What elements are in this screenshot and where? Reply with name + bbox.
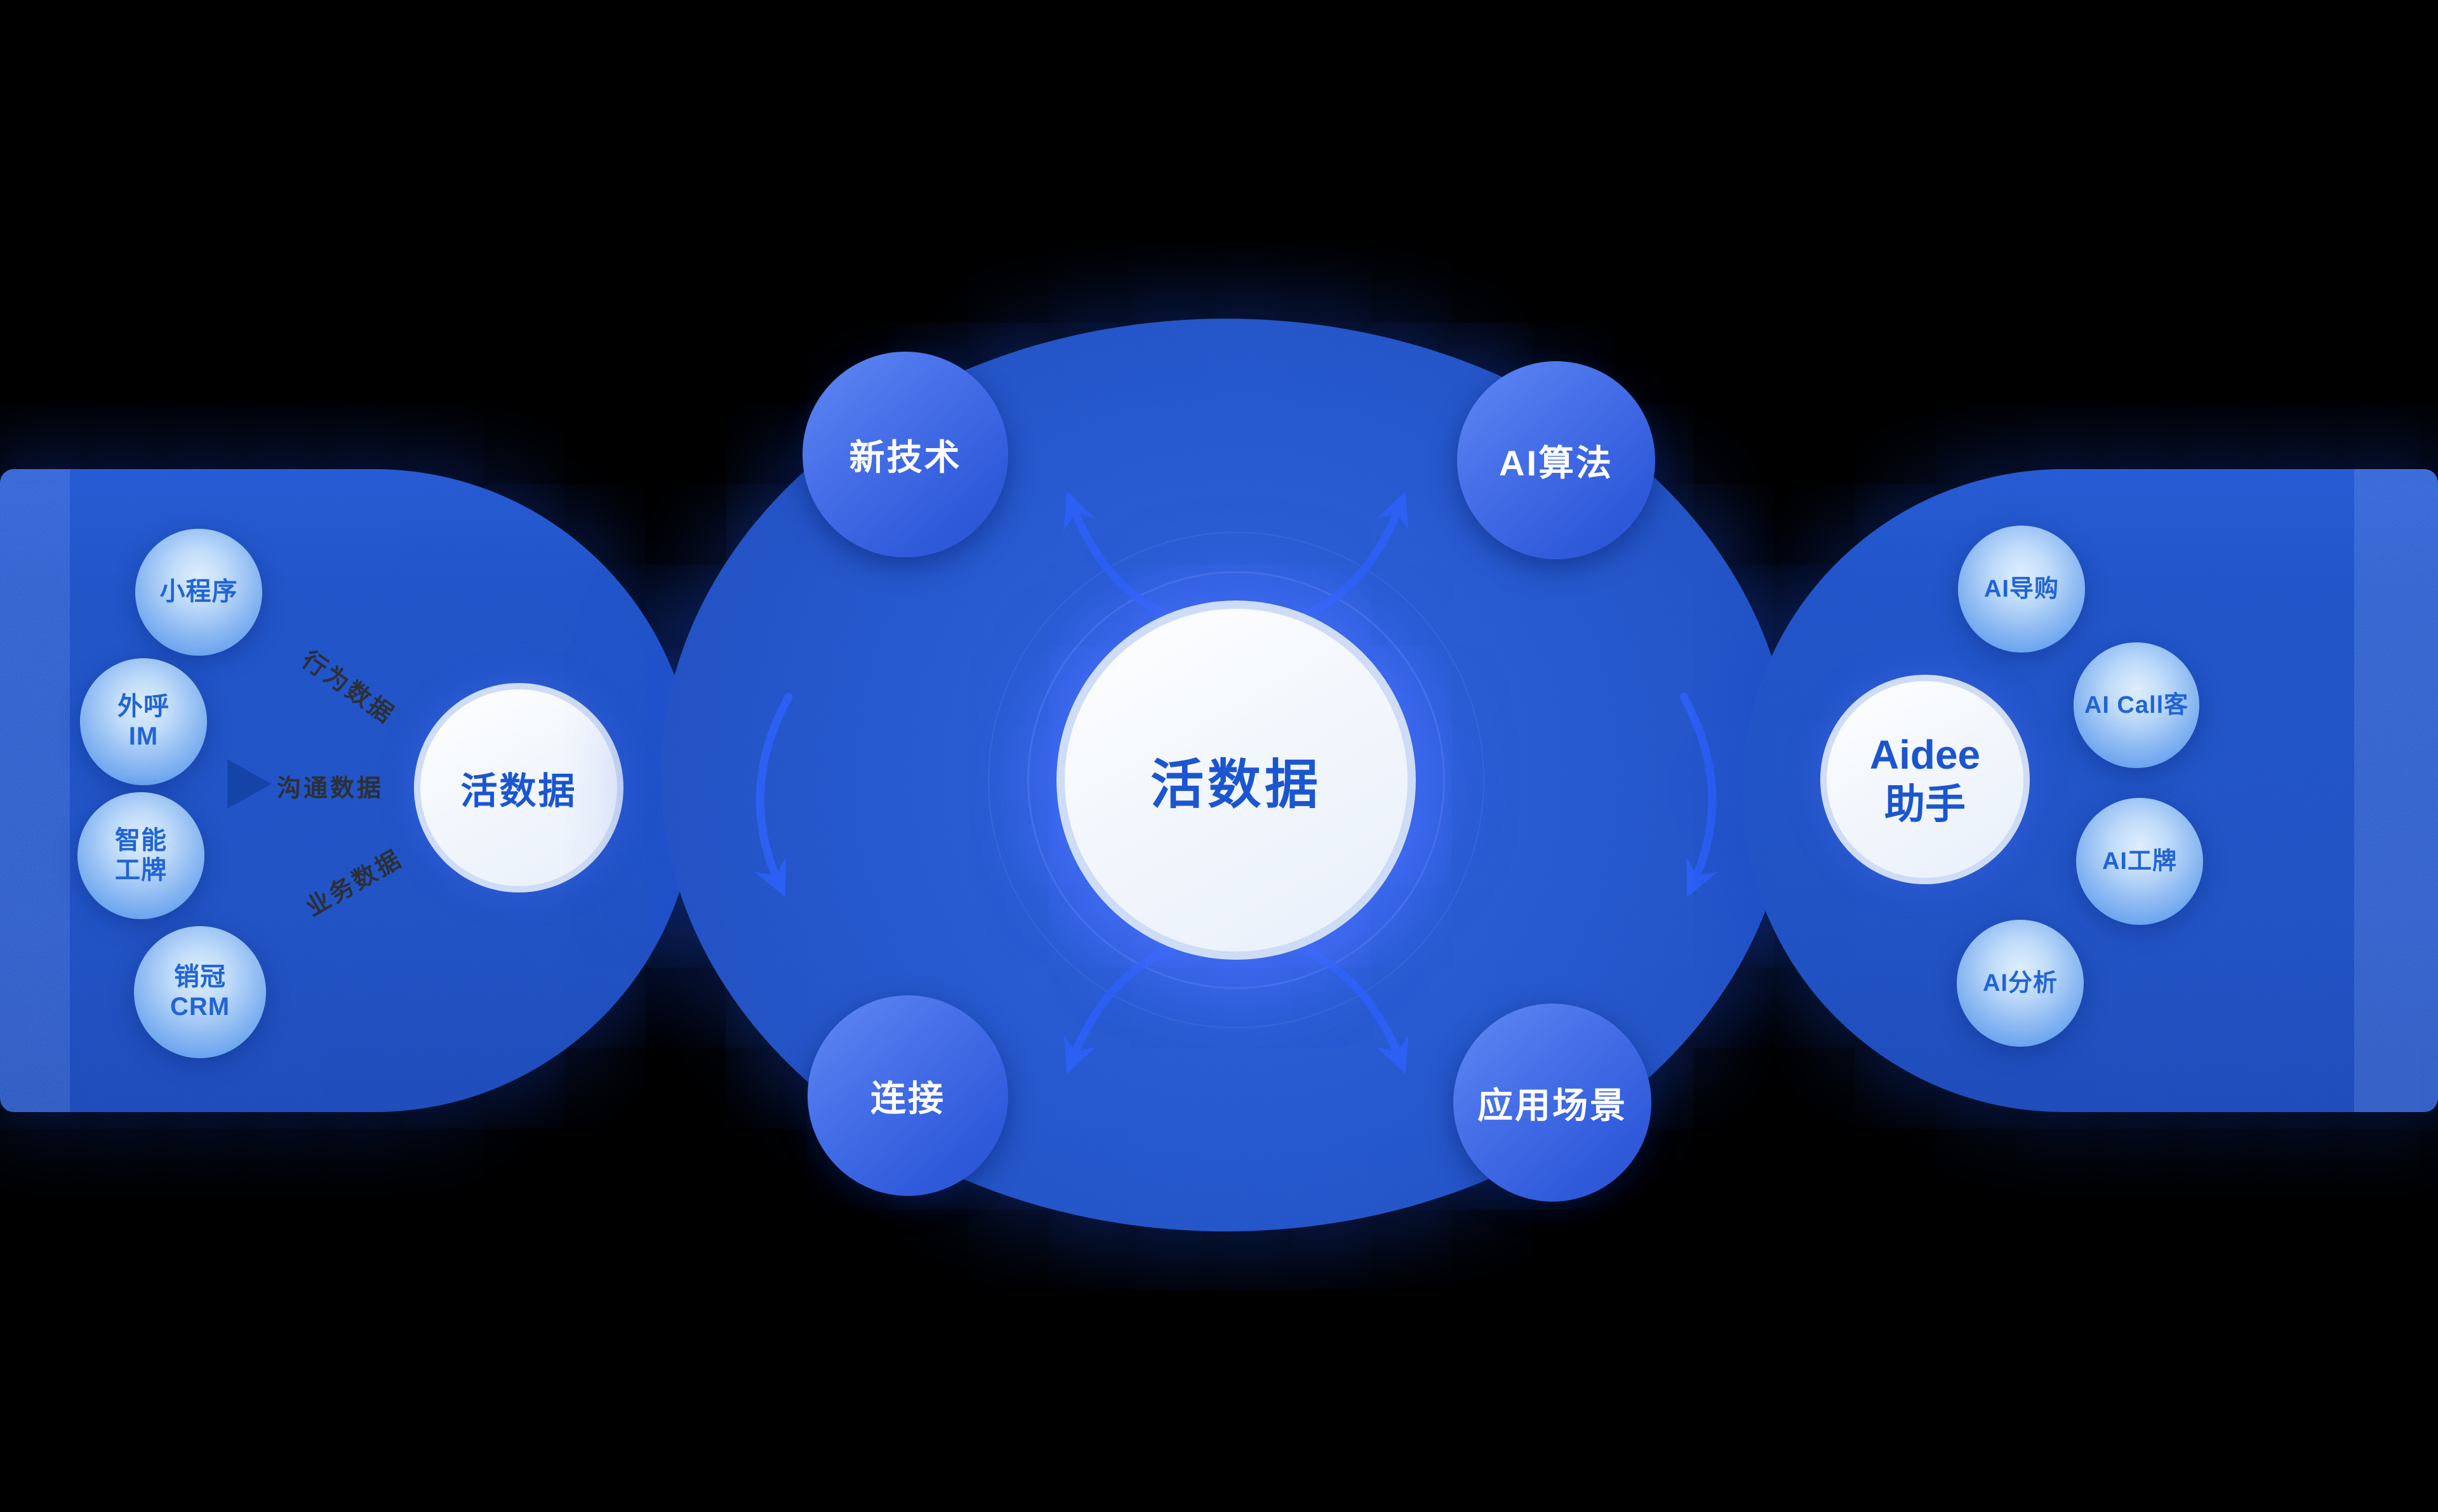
node-ai-algorithm: AI算法 bbox=[1457, 361, 1655, 559]
node-label: 应用场景 bbox=[1477, 1085, 1627, 1125]
bubble-label-line: AI Call客 bbox=[2084, 691, 2189, 719]
bubble-label-line: 小程序 bbox=[159, 578, 238, 606]
node-application-scenarios: 应用场景 bbox=[1453, 1004, 1651, 1202]
data-label-communication: 沟通数据 bbox=[276, 775, 384, 802]
bubble-label-line: 工牌 bbox=[115, 856, 167, 884]
source-bubble-mini-program: 小程序 bbox=[135, 529, 262, 656]
center-hub-live-data: 活数据 bbox=[1056, 600, 1416, 960]
bubble-label-line: 外呼 bbox=[117, 692, 170, 720]
bubble-label-line: AI分析 bbox=[1982, 969, 2058, 997]
app-bubble-ai-call: AI Call客 bbox=[2074, 642, 2199, 768]
right-hub-label-line: 助手 bbox=[1884, 781, 1966, 827]
bubble-label-line: 智能 bbox=[115, 826, 167, 854]
node-new-tech: 新技术 bbox=[803, 352, 1008, 557]
source-bubble-sales-crm: 销冠 CRM bbox=[134, 926, 266, 1058]
bubble-label-line: IM bbox=[128, 722, 159, 750]
bubble-label-line: AI工牌 bbox=[2102, 847, 2177, 875]
right-hub-aidee-assistant: Aidee 助手 bbox=[1820, 675, 2030, 884]
app-bubble-ai-badge: AI工牌 bbox=[2076, 798, 2203, 925]
app-bubble-ai-analysis: AI分析 bbox=[1957, 920, 2084, 1047]
left-hub-label: 活数据 bbox=[460, 771, 577, 812]
bubble-label-line: 销冠 bbox=[174, 962, 226, 991]
node-label: AI算法 bbox=[1499, 442, 1613, 483]
source-bubble-outbound-im: 外呼 IM bbox=[80, 658, 207, 785]
node-connect: 连接 bbox=[808, 995, 1008, 1196]
left-hub-live-data: 活数据 bbox=[414, 683, 623, 892]
source-bubble-smart-badge: 智能 工牌 bbox=[77, 792, 204, 919]
app-bubble-ai-guide: AI导购 bbox=[1958, 526, 2085, 653]
node-label: 连接 bbox=[870, 1078, 945, 1118]
bubble-label-line: CRM bbox=[170, 993, 230, 1021]
node-label: 新技术 bbox=[849, 437, 962, 477]
center-hub-label: 活数据 bbox=[1150, 754, 1322, 814]
right-hub-label-line: Aidee bbox=[1869, 731, 1981, 778]
bubble-label-line: AI导购 bbox=[1983, 575, 2059, 602]
